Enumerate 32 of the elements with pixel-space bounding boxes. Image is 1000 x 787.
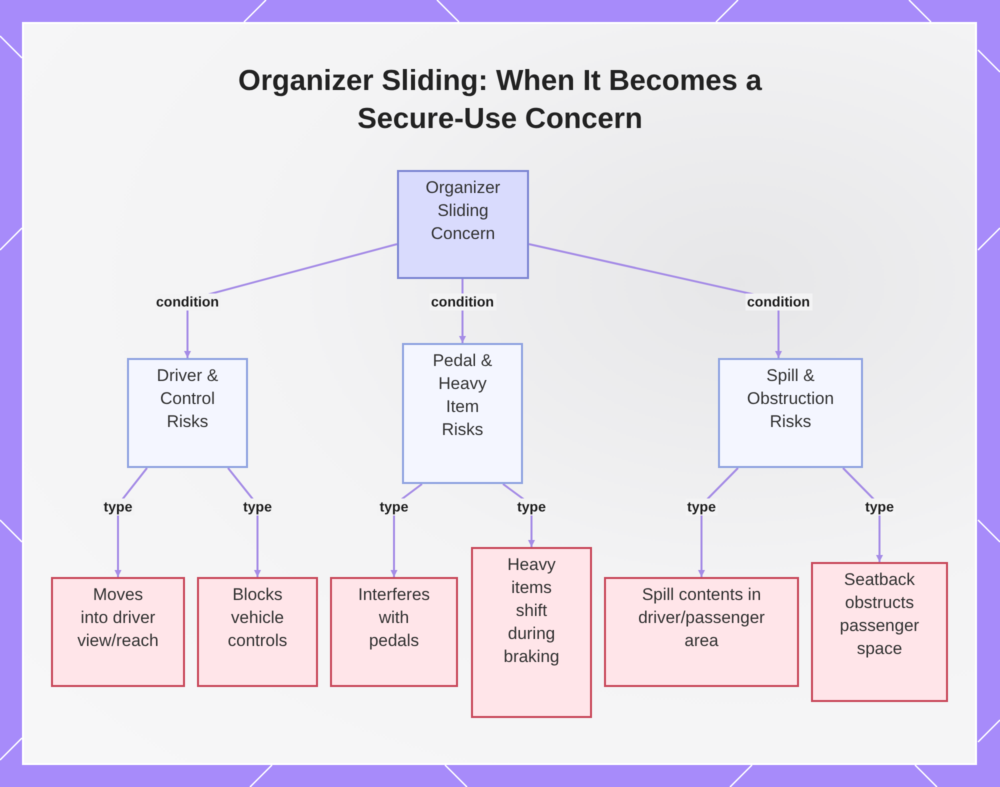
node-text: Organizer Sliding Concern bbox=[424, 177, 502, 245]
edge-label: condition bbox=[429, 294, 496, 310]
risk-box bbox=[51, 577, 185, 687]
risk-box bbox=[330, 577, 458, 687]
node-text: Pedal & Heavy Item Risks bbox=[432, 350, 494, 441]
node-text: Spill contents in driver/passenger area bbox=[637, 584, 766, 652]
connector-arrow bbox=[184, 243, 398, 358]
category-box bbox=[127, 358, 248, 468]
node-text: Seatback obstructs passenger space bbox=[838, 569, 920, 660]
edge-label: type bbox=[102, 498, 134, 516]
node-text: Moves into driver view/reach bbox=[77, 584, 159, 652]
connector-arrow bbox=[528, 243, 782, 358]
concept-box bbox=[397, 170, 529, 279]
node-text: Heavy items shift during braking bbox=[502, 554, 560, 668]
risk-box bbox=[197, 577, 318, 687]
diagram-title: Organizer Sliding: When It Becomes a Secure-Use Concern bbox=[237, 64, 763, 137]
edge-label: type bbox=[685, 498, 718, 516]
edge-label: type bbox=[378, 498, 410, 516]
node-text: Interferes with pedals bbox=[357, 584, 431, 652]
edge-label: type bbox=[863, 498, 896, 516]
risk-box bbox=[471, 547, 592, 718]
risk-box bbox=[604, 577, 799, 687]
risk-box bbox=[811, 562, 948, 702]
node-text: Blocks vehicle controls bbox=[226, 584, 288, 652]
category-box bbox=[402, 343, 523, 484]
node-text: Driver & Control Risks bbox=[156, 365, 220, 433]
edge-label: type bbox=[515, 498, 548, 516]
edge-label: type bbox=[241, 498, 274, 516]
node-text: Spill & Obstruction Risks bbox=[746, 365, 835, 433]
edge-label: condition bbox=[745, 294, 812, 310]
edge-label: condition bbox=[154, 294, 221, 310]
category-box bbox=[718, 358, 863, 468]
